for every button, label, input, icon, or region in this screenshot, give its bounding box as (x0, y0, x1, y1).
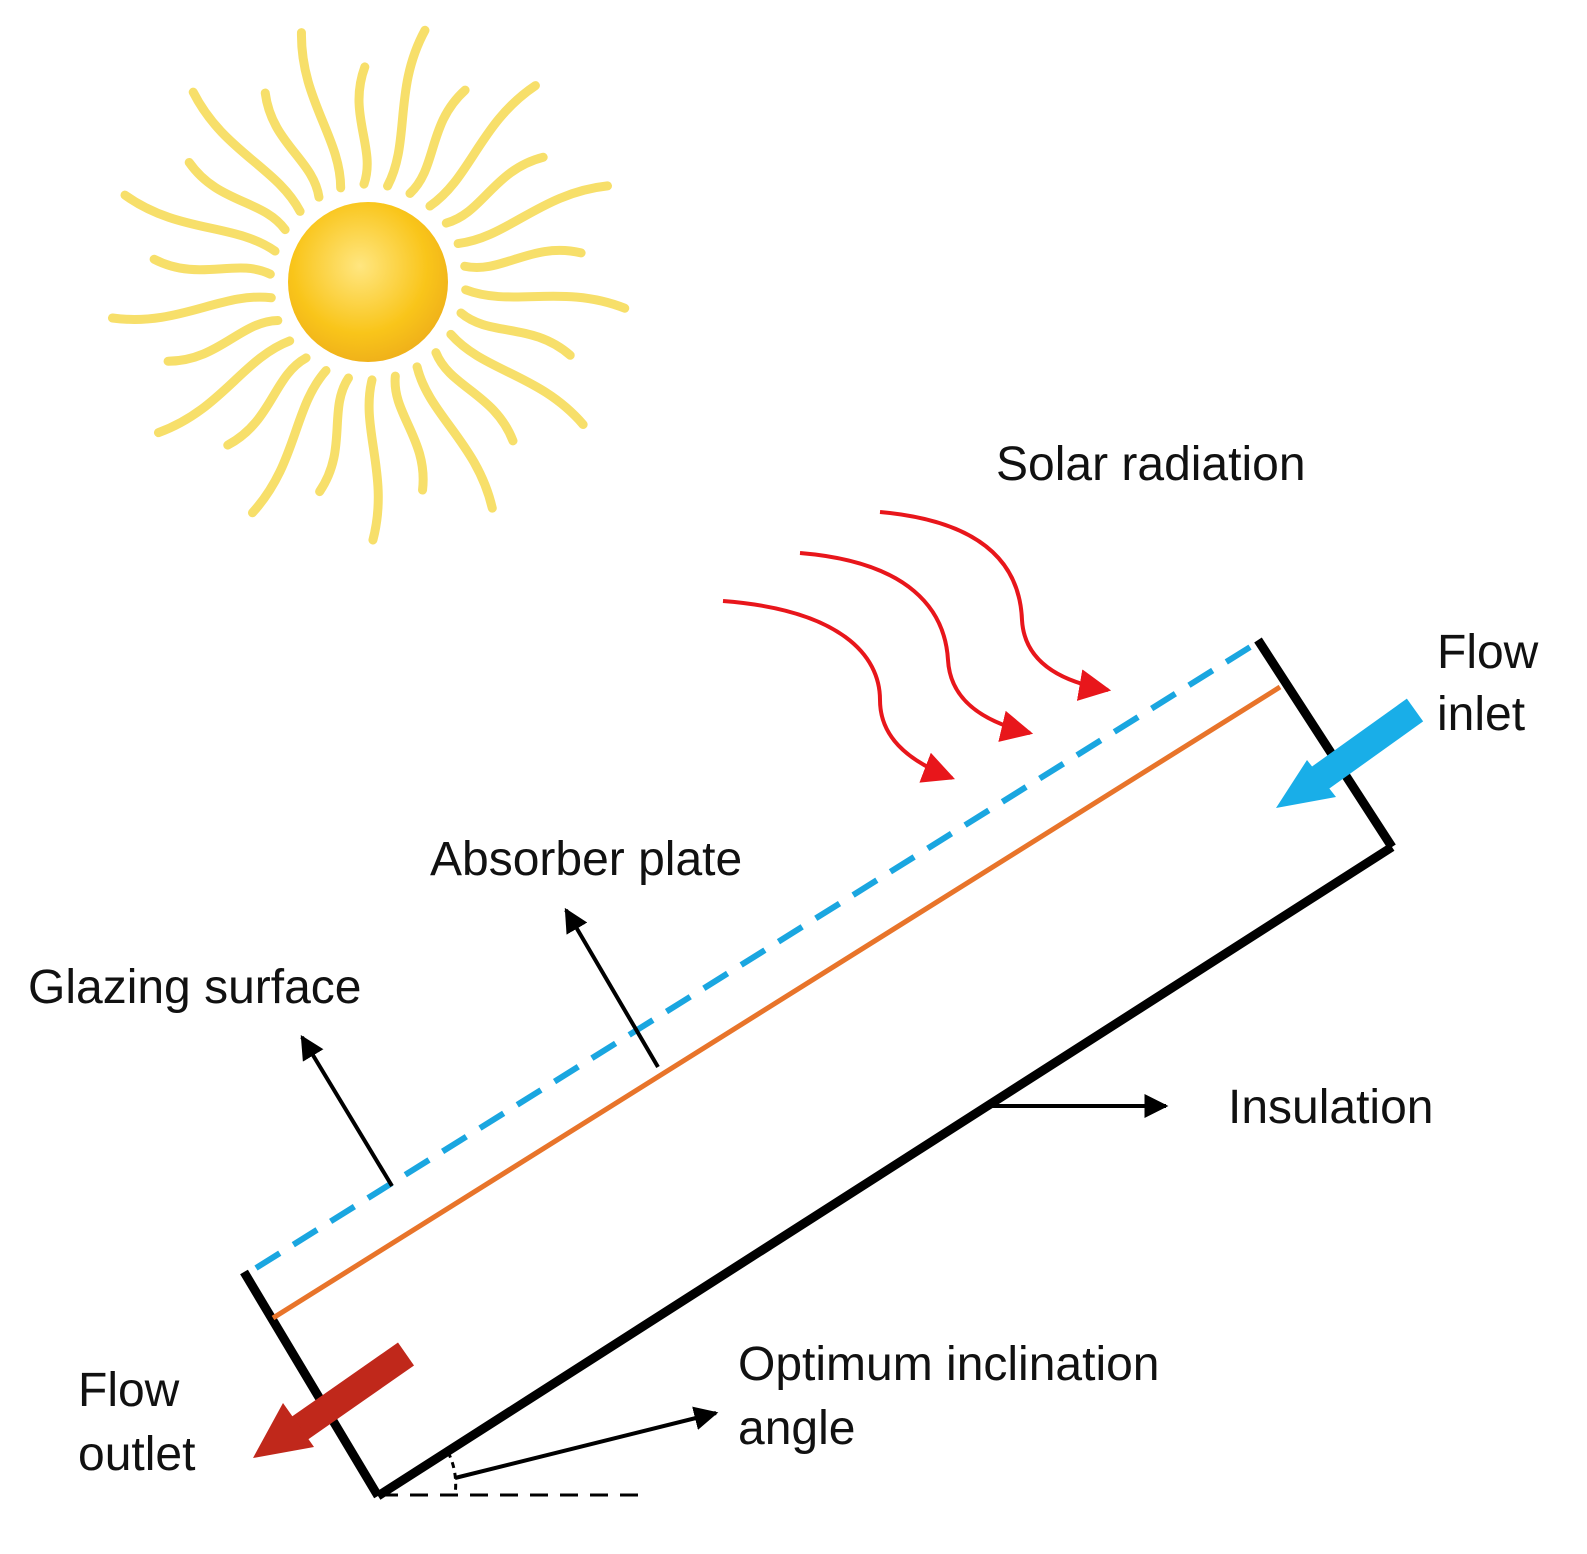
sun-core (288, 202, 448, 362)
sun-ray (453, 181, 612, 249)
absorber-plate-line (271, 684, 1282, 1321)
label-absorber-plate: Absorber plate (430, 833, 742, 886)
sun-ray (456, 308, 575, 360)
flow-inlet-arrow (1276, 698, 1424, 808)
sun-ray (247, 366, 331, 518)
sun-ray (149, 254, 275, 279)
glazing-leader (300, 1034, 394, 1188)
inclination-leader (454, 1406, 719, 1480)
sun-ray (431, 348, 518, 446)
sun-ray (354, 62, 372, 189)
label-flow-outlet-line2: outlet (78, 1428, 195, 1481)
sun-ray (425, 81, 540, 211)
label-glazing-surface: Glazing surface (28, 961, 362, 1014)
sun-ray (405, 85, 470, 198)
angle-arc (446, 1451, 458, 1496)
sun-ray (364, 375, 383, 545)
insulation-bottom (375, 843, 1395, 1500)
collector-frame (240, 637, 1396, 1500)
label-flow-inlet-line2: inlet (1437, 688, 1525, 741)
sun-rays (107, 25, 630, 545)
sun-ray (184, 157, 290, 235)
label-flow-outlet-line1: Flow (78, 1364, 180, 1417)
sun-ray (107, 292, 276, 324)
inclination-angle-marker (380, 1451, 645, 1497)
label-solar-radiation: Solar radiation (996, 438, 1306, 491)
sun-ray (188, 87, 305, 216)
label-inclination-line1: Optimum inclination (738, 1338, 1160, 1391)
label-flow-inlet-line1: Flow (1437, 626, 1539, 679)
radiation-arrow-3 (879, 510, 1112, 701)
sun-ray (223, 353, 311, 450)
glazing-surface-line (254, 641, 1257, 1271)
sun-ray (412, 362, 497, 513)
sun-ray (260, 88, 324, 202)
radiation-arrow-1 (722, 599, 955, 783)
radiation-arrow-2 (799, 551, 1034, 742)
label-insulation: Insulation (1228, 1081, 1433, 1134)
leader-lines (300, 907, 1169, 1480)
collector-left-wall (240, 1269, 382, 1499)
sun-ray (120, 190, 280, 256)
sun-ray (153, 336, 295, 438)
sun-ray (383, 25, 430, 191)
radiation-arrows (722, 510, 1112, 783)
labels: Solar radiation Flow inlet Absorber plat… (28, 438, 1539, 1481)
sun-ray (446, 329, 588, 430)
sun-ray (461, 285, 630, 313)
sun-ray (315, 373, 353, 497)
sun-ray (296, 28, 346, 193)
sun-icon (107, 25, 630, 545)
flow-outlet-arrow (253, 1342, 415, 1458)
label-inclination-line2: angle (738, 1402, 855, 1455)
absorber-leader (564, 907, 660, 1069)
sun-ray (460, 245, 586, 272)
collector-right-wall (1254, 637, 1396, 850)
sun-ray (441, 152, 548, 228)
sun-ray (390, 371, 428, 495)
sun-ray (163, 315, 283, 366)
